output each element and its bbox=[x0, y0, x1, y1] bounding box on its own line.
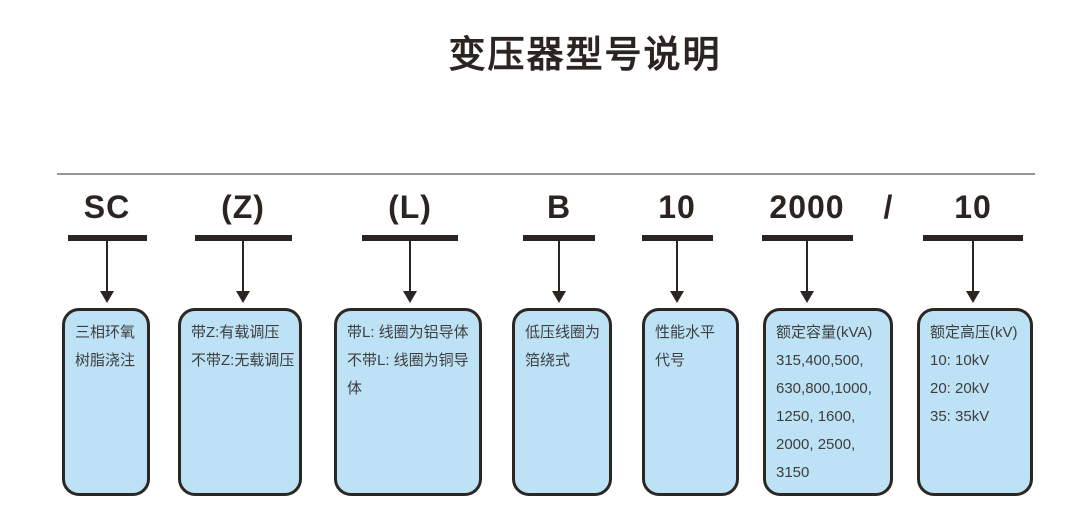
code-underline bbox=[642, 235, 713, 241]
page-title: 变压器型号说明 bbox=[448, 34, 722, 75]
down-arrow-icon bbox=[236, 241, 250, 303]
description-text: 额定容量(kVA) 315,400,500, 630,800,1000, 125… bbox=[776, 324, 873, 481]
description-box: 带Z:有载调压 不带Z:无载调压 bbox=[178, 308, 302, 496]
code-label: (L) bbox=[388, 189, 432, 225]
down-arrow-icon bbox=[552, 241, 566, 303]
down-arrow-icon bbox=[403, 241, 417, 303]
description-text: 额定高压(kV) 10: 10kV 20: 20kV 35: 35kV bbox=[930, 324, 1018, 425]
description-text: 三相环氧 树脂浇注 bbox=[75, 324, 136, 369]
down-arrow-icon bbox=[966, 241, 980, 303]
code-label: 10 bbox=[658, 189, 696, 225]
description-text: 低压线圈为 箔绕式 bbox=[525, 324, 601, 369]
description-box: 低压线圈为 箔绕式 bbox=[512, 308, 612, 496]
code-underline bbox=[762, 235, 853, 241]
code-label: 2000 bbox=[769, 189, 845, 225]
top-rule bbox=[57, 173, 1035, 175]
code-underline bbox=[195, 235, 292, 241]
code-label: (Z) bbox=[221, 189, 265, 225]
description-box: 三相环氧 树脂浇注 bbox=[62, 308, 150, 496]
slash-separator: / bbox=[883, 189, 893, 225]
code-label: SC bbox=[83, 189, 131, 225]
description-box: 性能水平 代号 bbox=[642, 308, 739, 496]
description-box: 额定高压(kV) 10: 10kV 20: 20kV 35: 35kV bbox=[917, 308, 1033, 496]
description-text: 性能水平 代号 bbox=[655, 324, 716, 369]
code-label: B bbox=[546, 189, 572, 225]
description-text: 带L: 线圈为铝导体 不带L: 线圈为铜导体 bbox=[347, 324, 469, 397]
code-label: 10 bbox=[954, 189, 992, 225]
code-underline bbox=[362, 235, 458, 241]
description-box: 带L: 线圈为铝导体 不带L: 线圈为铜导体 bbox=[334, 308, 482, 496]
description-box: 额定容量(kVA) 315,400,500, 630,800,1000, 125… bbox=[763, 308, 893, 496]
down-arrow-icon bbox=[100, 241, 114, 303]
down-arrow-icon bbox=[800, 241, 814, 303]
description-text: 带Z:有载调压 不带Z:无载调压 bbox=[191, 324, 295, 369]
code-underline bbox=[523, 235, 595, 241]
code-underline bbox=[923, 235, 1023, 241]
code-underline bbox=[68, 235, 147, 241]
down-arrow-icon bbox=[670, 241, 684, 303]
